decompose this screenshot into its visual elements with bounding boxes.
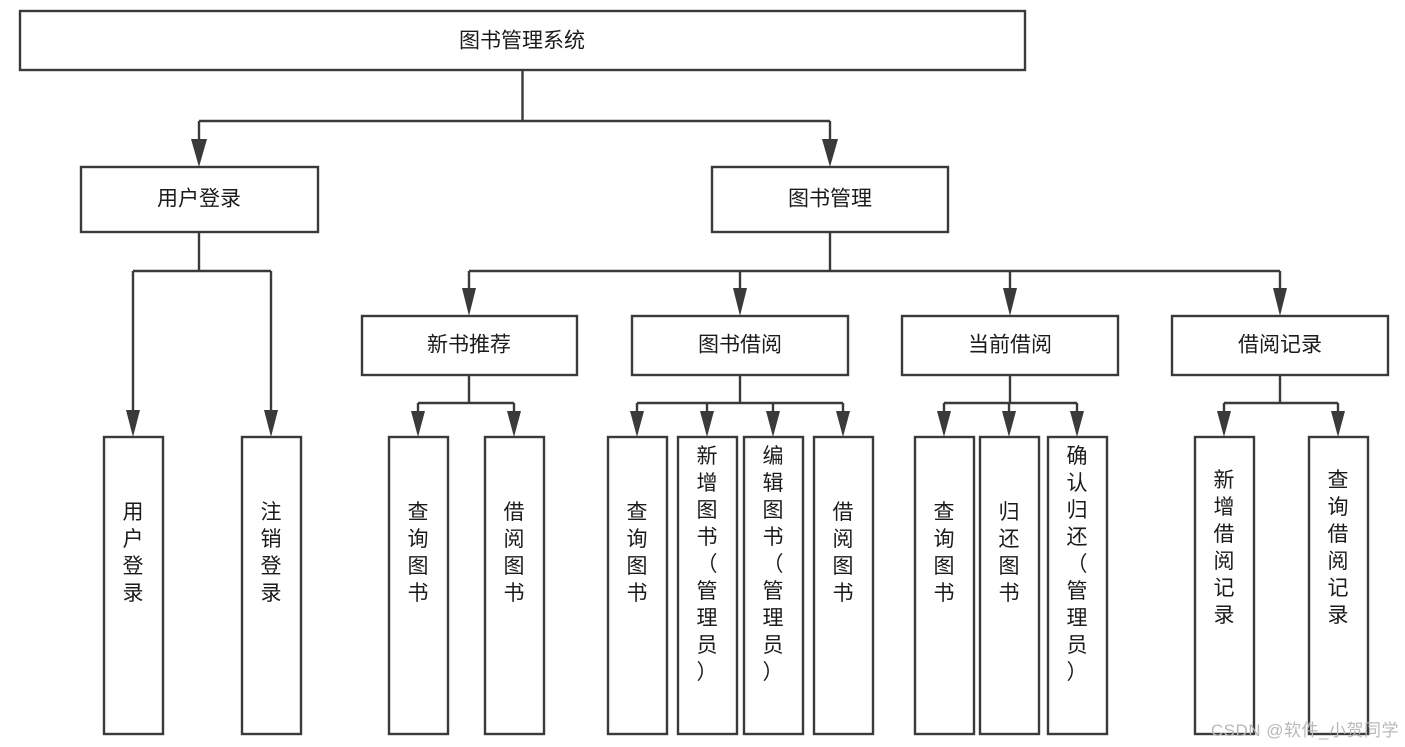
node-leaf-query-record-label: 查询借阅记录 xyxy=(1328,469,1349,627)
arrowhead-leaf-borrow-book-2 xyxy=(836,411,850,437)
arrowhead-leaf-confirm-return xyxy=(1070,411,1084,437)
arrowhead-user-login xyxy=(191,139,207,167)
node-leaf-query-book-3-box[interactable] xyxy=(913,435,976,736)
node-leaf-confirm-return-label: 确认归还（管理员） xyxy=(1067,445,1088,684)
arrowhead-leaf-query-book-1 xyxy=(411,411,425,437)
node-leaf-confirm-return-box[interactable] xyxy=(1046,435,1109,736)
arrowhead-leaf-add-record xyxy=(1217,411,1231,437)
node-new-book-recommend[interactable]: 新书推荐 xyxy=(360,314,579,377)
node-user-login-label: 用户登录 xyxy=(157,188,241,211)
arrowhead-leaf-query-book-2 xyxy=(630,411,644,437)
node-root[interactable]: 图书管理系统 xyxy=(18,9,1027,72)
node-leaf-edit-book[interactable]: 编辑图书（管理员） xyxy=(742,435,805,736)
arrowhead-leaf-query-record xyxy=(1331,411,1345,437)
node-new-book-recommend-label: 新书推荐 xyxy=(427,334,511,357)
node-leaf-edit-book-box[interactable] xyxy=(742,435,805,736)
node-book-borrow-label: 图书借阅 xyxy=(698,334,782,357)
node-leaf-borrow-book-1-label: 借阅图书 xyxy=(504,501,525,605)
node-leaf-logout-login-box[interactable] xyxy=(240,435,303,736)
connector-group-current-borrow xyxy=(937,375,1084,437)
node-leaf-edit-book-label: 编辑图书（管理员） xyxy=(763,445,784,684)
node-leaf-logout-login[interactable]: 注销登录 xyxy=(240,435,303,736)
node-book-manage-box[interactable] xyxy=(710,165,950,234)
node-leaf-return-book-box[interactable] xyxy=(978,435,1041,736)
node-current-borrow[interactable]: 当前借阅 xyxy=(900,314,1120,377)
node-leaf-query-record[interactable]: 查询借阅记录 xyxy=(1307,435,1370,736)
node-book-borrow[interactable]: 图书借阅 xyxy=(630,314,850,377)
arrowhead-leaf-logout-login xyxy=(264,410,278,437)
arrowhead-borrow-record xyxy=(1273,288,1287,316)
node-book-manage-label: 图书管理 xyxy=(788,188,872,211)
node-leaf-add-book-label: 新增图书（管理员） xyxy=(697,445,718,684)
node-leaf-add-record-box[interactable] xyxy=(1193,435,1256,736)
node-user-login-box[interactable] xyxy=(79,165,320,234)
node-leaf-add-record-label: 新增借阅记录 xyxy=(1214,469,1235,627)
node-book-borrow-box[interactable] xyxy=(630,314,850,377)
node-leaf-query-book-2-box[interactable] xyxy=(606,435,669,736)
node-current-borrow-box[interactable] xyxy=(900,314,1120,377)
node-leaf-borrow-book-2-label: 借阅图书 xyxy=(833,501,854,605)
node-leaf-add-book-box[interactable] xyxy=(676,435,739,736)
arrowhead-leaf-borrow-book-1 xyxy=(507,411,521,437)
node-leaf-logout-login-label: 注销登录 xyxy=(261,501,282,605)
node-borrow-record-label: 借阅记录 xyxy=(1238,334,1322,357)
node-root-label: 图书管理系统 xyxy=(459,30,585,53)
connector-group-root xyxy=(191,70,838,167)
node-leaf-query-record-box[interactable] xyxy=(1307,435,1370,736)
connector-group-user-login xyxy=(126,232,278,437)
node-leaf-confirm-return[interactable]: 确认归还（管理员） xyxy=(1046,435,1109,736)
node-borrow-record[interactable]: 借阅记录 xyxy=(1170,314,1390,377)
node-leaf-query-book-1[interactable]: 查询图书 xyxy=(387,435,450,736)
csdn-watermark: CSDN @软件_小贺同学 xyxy=(1210,721,1399,740)
node-leaf-borrow-book-1[interactable]: 借阅图书 xyxy=(483,435,546,736)
connector-group-book-manage xyxy=(462,232,1287,316)
node-leaf-return-book-label: 归还图书 xyxy=(999,501,1020,605)
arrowhead-leaf-user-login xyxy=(126,410,140,437)
node-user-login[interactable]: 用户登录 xyxy=(79,165,320,234)
arrowhead-leaf-add-book xyxy=(700,411,714,437)
node-leaf-add-book[interactable]: 新增图书（管理员） xyxy=(676,435,739,736)
node-leaf-borrow-book-2-box[interactable] xyxy=(812,435,875,736)
node-leaf-return-book[interactable]: 归还图书 xyxy=(978,435,1041,736)
node-borrow-record-box[interactable] xyxy=(1170,314,1390,377)
node-leaf-borrow-book-1-box[interactable] xyxy=(483,435,546,736)
connector-group-book-borrow xyxy=(630,375,850,437)
node-leaf-user-login-box[interactable] xyxy=(102,435,165,736)
connector-group-new-book-recommend xyxy=(411,375,521,437)
node-leaf-query-book-3-label: 查询图书 xyxy=(934,501,955,605)
connector-group-borrow-record xyxy=(1217,375,1345,437)
node-book-manage[interactable]: 图书管理 xyxy=(710,165,950,234)
node-leaf-query-book-2[interactable]: 查询图书 xyxy=(606,435,669,736)
node-leaf-query-book-3[interactable]: 查询图书 xyxy=(913,435,976,736)
node-leaf-add-record[interactable]: 新增借阅记录 xyxy=(1193,435,1256,736)
arrowhead-current-borrow xyxy=(1003,288,1017,316)
node-leaf-borrow-book-2[interactable]: 借阅图书 xyxy=(812,435,875,736)
node-leaf-user-login[interactable]: 用户登录 xyxy=(102,435,165,736)
node-new-book-recommend-box[interactable] xyxy=(360,314,579,377)
arrowhead-leaf-return-book xyxy=(1002,411,1016,437)
node-leaf-query-book-1-box[interactable] xyxy=(387,435,450,736)
node-leaf-query-book-1-label: 查询图书 xyxy=(408,501,429,605)
arrowhead-new-book-recommend xyxy=(462,288,476,316)
node-root-box[interactable] xyxy=(18,9,1027,72)
node-leaf-query-book-2-label: 查询图书 xyxy=(627,501,648,605)
node-current-borrow-label: 当前借阅 xyxy=(968,334,1052,357)
arrowhead-book-borrow xyxy=(733,288,747,316)
arrowhead-leaf-edit-book xyxy=(766,411,780,437)
arrowhead-book-manage xyxy=(822,139,838,167)
node-leaf-user-login-label: 用户登录 xyxy=(123,501,144,605)
arrowhead-leaf-query-book-3 xyxy=(937,411,951,437)
